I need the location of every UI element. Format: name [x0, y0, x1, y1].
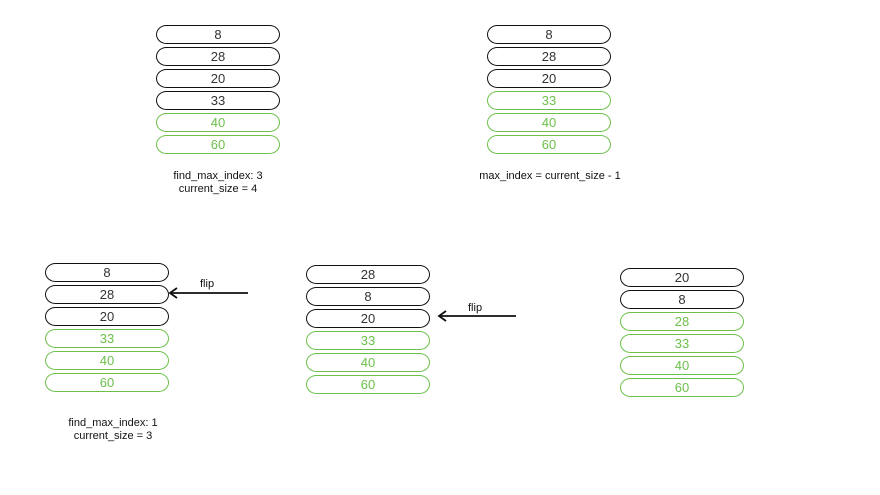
- caption-step-1: find_max_index: 3 current_size = 4: [160, 170, 276, 196]
- pancake: 40: [156, 113, 280, 132]
- pancake-stack-3: 8 28 20 33 40 60: [45, 263, 169, 395]
- pancake: 20: [156, 69, 280, 88]
- pancake: 28: [487, 47, 611, 66]
- pancake: 60: [45, 373, 169, 392]
- pancake: 20: [45, 307, 169, 326]
- pancake: 8: [306, 287, 430, 306]
- caption-max-index-formula: max_index = current_size - 1: [479, 170, 621, 182]
- pancake: 8: [487, 25, 611, 44]
- flip-label-2: flip: [468, 302, 483, 314]
- pancake: 20: [487, 69, 611, 88]
- pancake: 60: [620, 378, 744, 397]
- pancake: 33: [156, 91, 280, 110]
- pancake: 20: [620, 268, 744, 287]
- pancake-stack-5: 20 8 28 33 40 60: [620, 268, 744, 400]
- pancake: 28: [620, 312, 744, 331]
- pancake: 33: [45, 329, 169, 348]
- flip-label-1: flip: [200, 278, 215, 290]
- pancake: 8: [620, 290, 744, 309]
- pancake: 60: [487, 135, 611, 154]
- pancake-stack-2: 8 28 20 33 40 60: [487, 25, 611, 157]
- caption-step-3: find_max_index: 1 current_size = 3: [55, 417, 171, 443]
- pancake-stack-4: 28 8 20 33 40 60: [306, 265, 430, 397]
- caption-find-max-index: find_max_index: 3: [173, 170, 263, 182]
- pancake-stack-1: 8 28 20 33 40 60: [156, 25, 280, 157]
- pancake: 28: [306, 265, 430, 284]
- pancake: 33: [487, 91, 611, 110]
- caption-current-size-2: current_size = 3: [73, 430, 153, 442]
- flip-arrow-2: [437, 310, 516, 322]
- caption-step-2: max_index = current_size - 1: [470, 170, 630, 183]
- pancake: 8: [156, 25, 280, 44]
- pancake: 40: [487, 113, 611, 132]
- pancake: 8: [45, 263, 169, 282]
- pancake: 60: [156, 135, 280, 154]
- pancake: 40: [45, 351, 169, 370]
- pancake: 60: [306, 375, 430, 394]
- caption-current-size: current_size = 4: [178, 183, 258, 195]
- pancake: 20: [306, 309, 430, 328]
- caption-find-max-index-2: find_max_index: 1: [68, 417, 158, 429]
- pancake: 28: [45, 285, 169, 304]
- pancake: 40: [306, 353, 430, 372]
- pancake: 28: [156, 47, 280, 66]
- pancake: 33: [306, 331, 430, 350]
- pancake: 33: [620, 334, 744, 353]
- flip-arrow-1: [168, 287, 248, 299]
- pancake: 40: [620, 356, 744, 375]
